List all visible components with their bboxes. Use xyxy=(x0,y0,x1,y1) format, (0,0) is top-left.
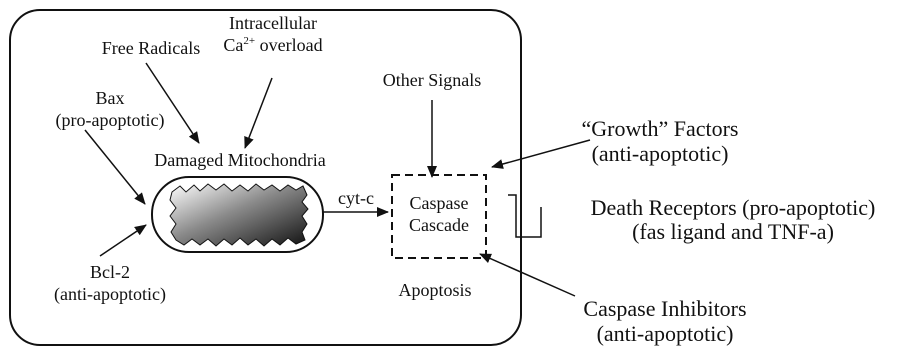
apoptosis-label: Apoptosis xyxy=(380,280,490,300)
free-radicals-label: Free Radicals xyxy=(81,38,221,58)
arrow-bcl2 xyxy=(100,225,146,256)
growth-factors-label: “Growth” Factors xyxy=(565,117,755,142)
arrow-bax xyxy=(85,130,145,204)
intracellular-label: Intracellular xyxy=(213,13,333,33)
bax-pro-apoptotic-label: (pro-apoptotic) xyxy=(30,110,190,130)
cascade-label: Cascade xyxy=(394,215,484,235)
overload-text: overload xyxy=(255,35,322,55)
calcium-base-text: Ca xyxy=(223,35,243,55)
damaged-mitochondria-label: Damaged Mitochondria xyxy=(140,150,340,170)
damaged-mitochondrion-matrix xyxy=(170,184,308,246)
cyt-c-label: cyt-c xyxy=(325,188,387,208)
bax-label: Bax xyxy=(45,88,175,108)
arrow-caspase-inhibitors xyxy=(480,254,575,296)
caspase-inhibitors-label: Caspase Inhibitors xyxy=(560,297,770,322)
bcl2-anti-apoptotic-label: (anti-apoptotic) xyxy=(30,284,190,304)
bcl2-label: Bcl-2 xyxy=(45,262,175,282)
caspase-inhibitors-anti-apoptotic-label: (anti-apoptotic) xyxy=(560,322,770,347)
calcium-overload-label: Ca2+ overload xyxy=(213,35,333,55)
caspase-label: Caspase xyxy=(394,193,484,213)
death-receptors-label: Death Receptors (pro-apoptotic) xyxy=(563,196,903,221)
other-signals-label: Other Signals xyxy=(370,70,494,90)
death-receptor-connector xyxy=(508,195,541,237)
death-receptors-ligands-label: (fas ligand and TNF-a) xyxy=(563,220,903,245)
arrow-calcium-overload xyxy=(245,78,272,148)
growth-factors-anti-apoptotic-label: (anti-apoptotic) xyxy=(565,142,755,167)
calcium-charge-superscript: 2+ xyxy=(243,35,255,47)
